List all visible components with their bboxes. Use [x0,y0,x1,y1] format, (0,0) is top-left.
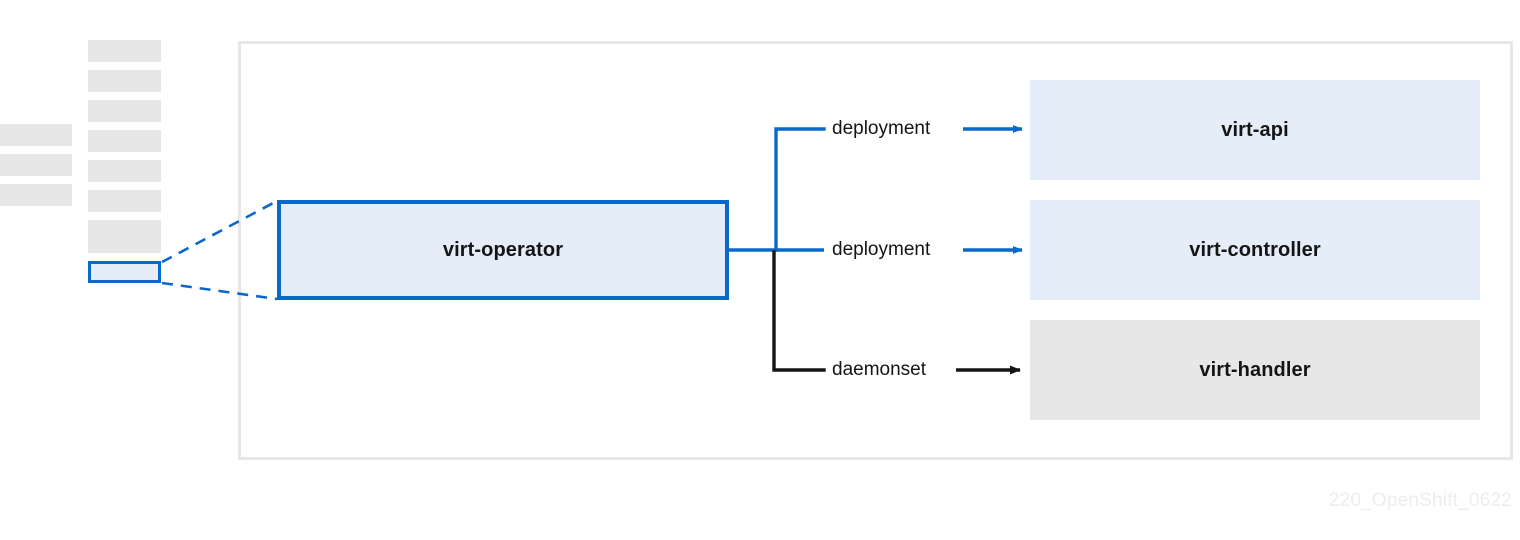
node-virt-controller-label: virt-controller [1189,238,1321,261]
context-bar [88,40,161,62]
node-virt-controller[interactable]: virt-controller [1030,200,1480,300]
edge-label-deployment-api: deployment [832,118,931,139]
context-bar [88,231,161,253]
node-virt-handler[interactable]: virt-handler [1030,320,1480,420]
edge-label-daemonset-handler: daemonset [832,359,927,380]
context-bar [88,100,161,122]
context-bar [0,124,72,146]
context-bar [0,154,72,176]
context-bar [88,130,161,152]
context-bar [0,184,72,206]
context-bar [88,160,161,182]
node-virt-operator[interactable]: virt-operator [277,200,729,300]
node-virt-operator-label: virt-operator [442,238,564,261]
node-virt-api[interactable]: virt-api [1030,80,1480,180]
context-bar [88,70,161,92]
watermark-label: 220_OpenShift_0622 [1328,490,1512,511]
node-virt-handler-label: virt-handler [1199,358,1311,381]
node-virt-api-label: virt-api [1221,118,1289,141]
context-bar [88,190,161,212]
context-highlighted-row[interactable] [88,261,161,283]
edge-label-deployment-controller: deployment [832,239,931,260]
